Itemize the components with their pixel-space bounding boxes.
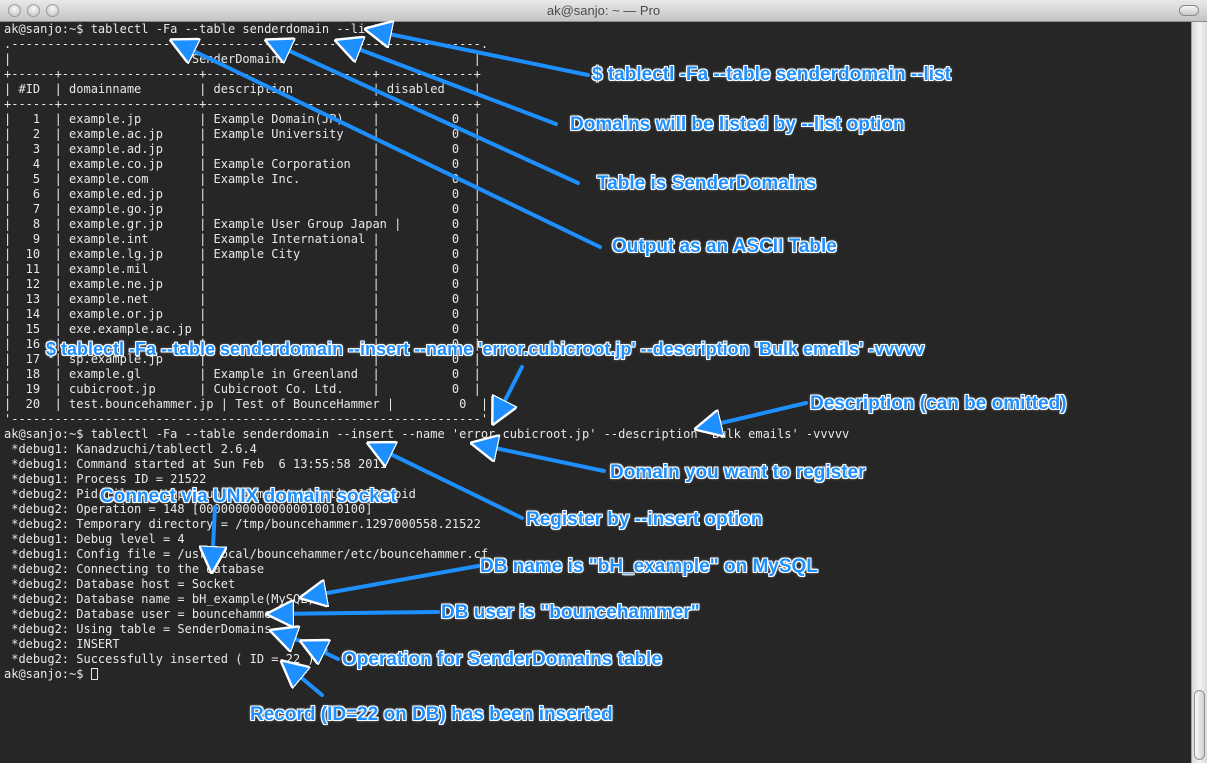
terminal-line: *debug2: Database host = Socket [4, 577, 236, 591]
annotation-list-option: Domains will be listed by --list option [570, 114, 905, 135]
terminal-line: *debug1: Debug level = 4 [4, 532, 185, 546]
terminal-line: | 15 | exe.example.ac.jp | | 0 | [4, 322, 481, 336]
terminal-line: ak@sanjo:~$ [4, 667, 98, 682]
terminal-line: | 14 | example.or.jp | | 0 | [4, 307, 481, 321]
terminal-line: | 10 | example.lg.jp | Example City | 0 … [4, 247, 481, 261]
terminal-line: '---------------------------------------… [4, 412, 489, 426]
terminal-line: ak@sanjo:~$ tablectl -Fa --table senderd… [4, 427, 850, 441]
terminal-line: .---------------------------------------… [4, 37, 489, 51]
annotation-table-name: Table is SenderDomains [597, 173, 817, 194]
window-titlebar: ak@sanjo: ~ — Pro [0, 0, 1207, 22]
toolbar-toggle-button[interactable] [1179, 5, 1199, 16]
annotation-list-command: $ tablectl -Fa --table senderdomain --li… [592, 64, 951, 85]
terminal-line: | SenderDomains | [4, 52, 481, 66]
terminal-line: | 11 | example.mil | | 0 | [4, 262, 481, 276]
terminal-line: *debug1: Command started at Sun Feb 6 13… [4, 457, 387, 471]
annotation-db-user: DB user is "bouncehammer" [441, 602, 700, 623]
terminal-line: | 16 | | | 0 | [4, 337, 481, 351]
terminal-line: | 19 | cubicroot.jp | Cubicroot Co. Ltd.… [4, 382, 481, 396]
terminal-line: *debug2: Connecting to the database [4, 562, 265, 576]
terminal-line: ak@sanjo:~$ tablectl -Fa --table senderd… [4, 22, 380, 36]
terminal-line: *debug2: Using table = SenderDomains [4, 622, 272, 636]
terminal-line: | 12 | example.ne.jp | | 0 | [4, 277, 481, 291]
terminal-line: +------+-------------------+------------… [4, 67, 481, 81]
terminal-line: +------+-------------------+------------… [4, 97, 481, 111]
scrollbar-thumb[interactable] [1194, 690, 1205, 760]
terminal-line: | #ID | domainname | description | disab… [4, 82, 481, 96]
terminal-line: | 2 | example.ac.jp | Example University… [4, 127, 481, 141]
terminal-line: | 13 | example.net | | 0 | [4, 292, 481, 306]
annotation-insert-command: $ tablectl -Fa --table senderdomain --in… [46, 339, 925, 359]
close-window-button[interactable] [8, 4, 21, 17]
terminal-line: | 3 | example.ad.jp | | 0 | [4, 142, 481, 156]
annotation-description: Description (can be omitted) [810, 393, 1067, 414]
terminal-line: | 9 | example.int | Example Internationa… [4, 232, 481, 246]
scrollbar[interactable] [1191, 22, 1207, 763]
annotation-record-inserted: Record (ID=22 on DB) has been inserted [250, 704, 613, 725]
annotation-ascii-output: Output as an ASCII Table [612, 236, 837, 257]
zoom-window-button[interactable] [46, 4, 59, 17]
terminal-line: *debug1: Process ID = 21522 [4, 472, 207, 486]
terminal-line: | 18 | example.gl | Example in Greenland… [4, 367, 481, 381]
annotation-operation: Operation for SenderDomains table [342, 649, 662, 670]
terminal-line: *debug2: Pid file = /tmp/bouncehammer/ta… [4, 487, 416, 501]
terminal-line: *debug2: INSERT [4, 637, 120, 651]
terminal-line: | 17 | sp.example.jp | | 0 | [4, 352, 481, 366]
terminal-line: | 4 | example.co.jp | Example Corporatio… [4, 157, 481, 171]
annotation-db-name: DB name is "bH_example" on MySQL [480, 556, 818, 577]
annotation-domain: Domain you want to register [610, 462, 866, 483]
terminal-line: | 1 | example.jp | Example Domain(JP) | … [4, 112, 481, 126]
minimize-window-button[interactable] [27, 4, 40, 17]
terminal-line: *debug1: Config file = /usr/local/bounce… [4, 547, 489, 561]
terminal-line: *debug2: Database name = bH_example(MySQ… [4, 592, 315, 606]
annotation-insert-option: Register by --insert option [526, 509, 763, 530]
terminal-line: *debug2: Database user = bouncehammer [4, 607, 279, 621]
terminal-line: | 7 | example.go.jp | | 0 | [4, 202, 481, 216]
terminal-line: | 5 | example.com | Example Inc. | 0 | [4, 172, 481, 186]
text-cursor [90, 668, 98, 680]
annotation-socket: Connect via UNIX domain socket [100, 486, 397, 507]
terminal-line: *debug2: Temporary directory = /tmp/boun… [4, 517, 481, 531]
window-title: ak@sanjo: ~ — Pro [546, 3, 661, 18]
terminal-line: *debug1: Kanadzuchi/tablectl 2.6.4 [4, 442, 257, 456]
terminal-line: *debug2: Operation = 148 [00000000000000… [4, 502, 373, 516]
terminal-line: *debug2: Successfully inserted ( ID = 22… [4, 652, 315, 666]
terminal-line: | 6 | example.ed.jp | | 0 | [4, 187, 481, 201]
terminal-line: | 8 | example.gr.jp | Example User Group… [4, 217, 481, 231]
terminal-line: | 20 | test.bouncehammer.jp | Test of Bo… [4, 397, 489, 411]
